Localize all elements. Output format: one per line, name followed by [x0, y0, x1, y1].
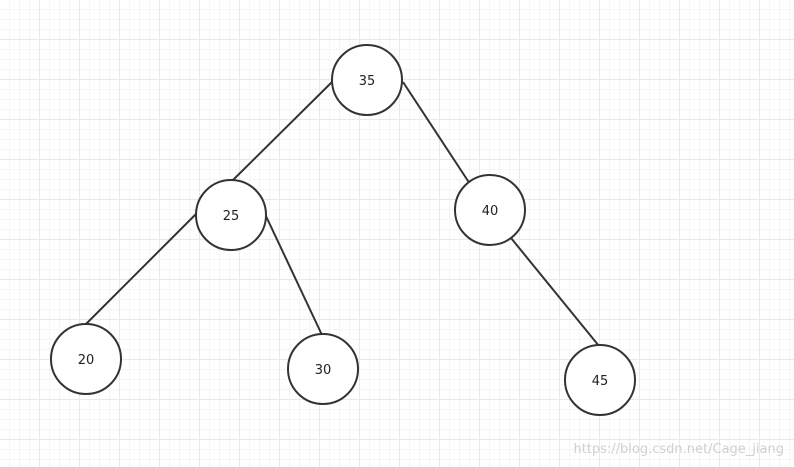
node-label: 45	[592, 374, 609, 389]
edge-25-30	[264, 213, 323, 336]
watermark-text: https://blog.csdn.net/Cage_jiang	[573, 442, 784, 457]
edge-35-25	[231, 81, 333, 182]
edge-25-20	[85, 213, 197, 325]
node-label: 20	[78, 353, 95, 368]
edge-40-45	[510, 237, 600, 347]
tree-node: 25	[195, 179, 267, 251]
node-label: 25	[223, 209, 240, 224]
tree-node: 30	[287, 333, 359, 405]
node-label: 35	[359, 74, 376, 89]
tree-node: 45	[564, 344, 636, 416]
tree-node: 40	[454, 174, 526, 246]
node-label: 40	[482, 204, 499, 219]
tree-node: 35	[331, 44, 403, 116]
tree-node: 20	[50, 323, 122, 395]
edge-35-40	[402, 81, 471, 185]
node-label: 30	[315, 363, 332, 378]
